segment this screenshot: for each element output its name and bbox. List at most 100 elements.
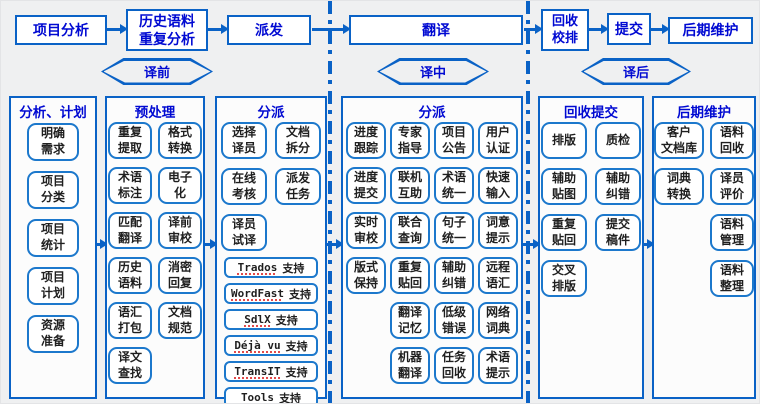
feature-box: 项目 计划 bbox=[27, 267, 79, 305]
arrow-right-icon bbox=[522, 239, 541, 249]
feature-box: 进度 跟踪 bbox=[346, 122, 386, 159]
feature-box: 语料 回收 bbox=[710, 122, 754, 159]
feature-box: 交叉 排版 bbox=[541, 260, 587, 297]
feature-box: 资源 准备 bbox=[27, 315, 79, 353]
feature-box: 词典 转换 bbox=[654, 168, 704, 205]
feature-box: 选择 译员 bbox=[221, 122, 267, 159]
column-preprocessing: 预处理 重复 提取 格式 转换 术语 标注 电子 化 匹配 翻译 译前 审校 历… bbox=[105, 96, 205, 399]
feature-box: 进度 提交 bbox=[346, 167, 386, 204]
support-suffix: 支持 bbox=[288, 288, 311, 301]
feature-box: 文档 拆分 bbox=[275, 122, 321, 159]
feature-box: 联合 查询 bbox=[390, 212, 430, 249]
support-suffix: 支持 bbox=[279, 392, 302, 404]
feature-box: 机器 翻译 bbox=[390, 347, 430, 384]
feature-box: 历史 语料 bbox=[108, 257, 152, 294]
arrow-right-icon bbox=[312, 24, 351, 34]
feature-box: 译文 查找 bbox=[108, 347, 152, 384]
column-title: 回收提交 bbox=[564, 105, 618, 120]
column-collect-submit: 回收提交 排版 质检 辅助 贴图 辅助 纠错 重复 贴回 提交 稿件 交叉 排版 bbox=[538, 96, 644, 399]
column-post-maintenance: 后期维护 客户 文档库 语料 回收 词典 转换 译员 评价 语料 管理 语料 整… bbox=[652, 96, 756, 399]
feature-box: 版式 保持 bbox=[346, 257, 386, 294]
column-title: 分析、计划 bbox=[19, 105, 87, 120]
feature-box: 质检 bbox=[595, 122, 641, 159]
feature-box: 辅助 纠错 bbox=[434, 257, 474, 294]
feature-box: 术语 提示 bbox=[478, 347, 518, 384]
feature-box: 项目 公告 bbox=[434, 122, 474, 159]
feature-box: 句子 统一 bbox=[434, 212, 474, 249]
phase-label: 译中 bbox=[419, 65, 446, 80]
arrow-right-icon bbox=[208, 24, 229, 34]
phase-hexagon-pre-translation: 译前 bbox=[101, 58, 213, 85]
flow-step-submit: 提交 bbox=[607, 13, 651, 45]
hexagon-fill bbox=[379, 60, 487, 83]
feature-box: 派发 任务 bbox=[275, 168, 321, 205]
arrow-right-icon bbox=[96, 239, 108, 249]
feature-box: 网络 词典 bbox=[478, 302, 518, 339]
arrow-right-icon bbox=[325, 239, 344, 249]
feature-box: 匹配 翻译 bbox=[108, 212, 152, 249]
tool-name: TransIT bbox=[234, 365, 281, 378]
arrow-right-icon bbox=[643, 239, 655, 249]
flow-step-project-analysis: 项目分析 bbox=[15, 15, 107, 45]
feature-box: 实时 审校 bbox=[346, 212, 386, 249]
feature-box: 用户 认证 bbox=[478, 122, 518, 159]
column-title: 预处理 bbox=[134, 105, 176, 120]
feature-box: 译员 评价 bbox=[710, 168, 754, 205]
feature-box: 译前 审校 bbox=[158, 212, 202, 249]
feature-box: 明确 需求 bbox=[27, 123, 79, 161]
support-suffix: 支持 bbox=[285, 366, 308, 379]
feature-box: 重复 贴回 bbox=[541, 214, 587, 251]
hexagon-fill bbox=[583, 60, 689, 83]
feature-box: 在线 考核 bbox=[221, 168, 267, 205]
arrow-right-icon bbox=[204, 239, 218, 249]
feature-box: 重复 提取 bbox=[108, 122, 152, 159]
column-dispatch-translation-features: 分派 进度 跟踪 专家 指导 项目 公告 用户 认证 进度 提交 联机 互助 术… bbox=[341, 96, 523, 399]
phase-separator-right bbox=[526, 1, 530, 403]
column-title: 后期维护 bbox=[677, 105, 731, 120]
phase-separator-left bbox=[328, 1, 332, 403]
feature-box: 辅助 纠错 bbox=[595, 168, 641, 205]
flow-step-translate: 翻译 bbox=[349, 15, 523, 45]
tool-support-box: WordFast 支持 bbox=[224, 283, 318, 304]
arrow-right-icon bbox=[107, 24, 128, 34]
feature-box: 电子 化 bbox=[158, 167, 202, 204]
feature-box: 术语 统一 bbox=[434, 167, 474, 204]
feature-box: 翻译 记忆 bbox=[390, 302, 430, 339]
feature-box: 联机 互助 bbox=[390, 167, 430, 204]
arrow-right-icon bbox=[524, 24, 543, 34]
feature-box: 提交 稿件 bbox=[595, 214, 641, 251]
arrow-right-icon bbox=[589, 24, 609, 34]
feature-box: 任务 回收 bbox=[434, 347, 474, 384]
feature-box: 排版 bbox=[541, 122, 587, 159]
feature-box: 格式 转换 bbox=[158, 122, 202, 159]
flow-step-collect-proofread: 回收 校排 bbox=[541, 9, 589, 51]
tool-name: Trados bbox=[237, 261, 278, 274]
feature-box: 项目 分类 bbox=[27, 171, 79, 209]
feature-box: 语料 管理 bbox=[710, 214, 754, 251]
feature-box: 消密 回复 bbox=[158, 257, 202, 294]
tool-name: WordFast bbox=[231, 287, 284, 300]
support-suffix: 支持 bbox=[285, 340, 308, 353]
tool-support-box: TransIT 支持 bbox=[224, 361, 318, 382]
feature-box: 重复 贴回 bbox=[390, 257, 430, 294]
phase-hexagon-in-translation: 译中 bbox=[377, 58, 489, 85]
support-suffix: 支持 bbox=[282, 262, 305, 275]
feature-box: 术语 标注 bbox=[108, 167, 152, 204]
feature-box: 低级 错误 bbox=[434, 302, 474, 339]
flow-step-dispatch: 派发 bbox=[227, 15, 311, 45]
feature-box: 辅助 贴图 bbox=[541, 168, 587, 205]
feature-box: 文档 规范 bbox=[158, 302, 202, 339]
column-analysis-planning: 分析、计划 明确 需求 项目 分类 项目 统计 项目 计划 资源 准备 bbox=[9, 96, 97, 399]
feature-box: 客户 文档库 bbox=[654, 122, 704, 159]
feature-box: 快速 输入 bbox=[478, 167, 518, 204]
support-suffix: 支持 bbox=[275, 314, 298, 327]
tool-support-box: Trados 支持 bbox=[224, 257, 318, 278]
column-title: 分派 bbox=[257, 105, 285, 120]
feature-box: 词意 提示 bbox=[478, 212, 518, 249]
feature-box: 远程 语汇 bbox=[478, 257, 518, 294]
feature-box: 语料 整理 bbox=[710, 260, 754, 297]
